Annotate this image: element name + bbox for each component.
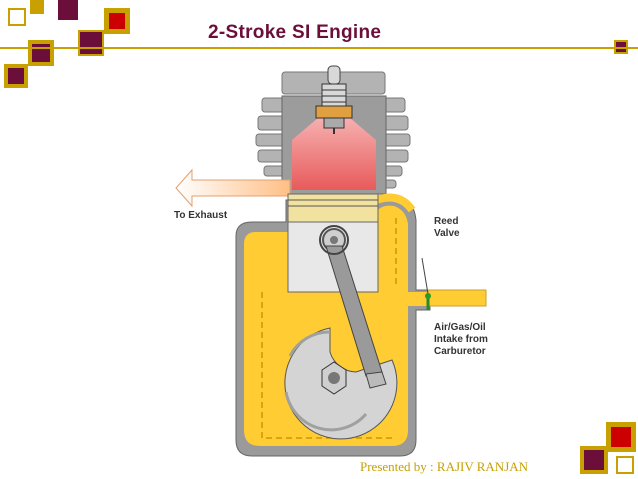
crank-hub (321, 361, 387, 395)
title-underline (0, 47, 638, 49)
decor-square (78, 30, 104, 56)
decor-square (58, 0, 78, 20)
decor-square (109, 13, 125, 29)
transfer-port (374, 193, 416, 213)
label-intake-1: Air/Gas/Oil (434, 322, 486, 333)
exhaust-arrow (175, 168, 291, 208)
decor-square (30, 0, 44, 14)
decor-square (611, 427, 631, 447)
spark-plug-icon (315, 65, 353, 134)
label-intake-3: Carburetor (434, 346, 486, 357)
intake-pipe (427, 289, 487, 307)
page-title: 2-Stroke SI Engine (208, 22, 382, 43)
presenter-credit: Presented by : RAJIV RANJAN (360, 459, 529, 474)
label-exhaust: To Exhaust (174, 210, 228, 221)
decor-square (8, 8, 26, 26)
label-valve: Valve (434, 228, 460, 239)
decor-square (584, 450, 604, 470)
piston (287, 193, 379, 293)
label-reed: Reed (434, 216, 458, 227)
reed-valve-icon (421, 257, 431, 310)
decor-square (616, 456, 634, 474)
decor-square (8, 68, 24, 84)
combustion-chamber (292, 118, 376, 190)
label-intake-2: Intake from (434, 334, 488, 345)
